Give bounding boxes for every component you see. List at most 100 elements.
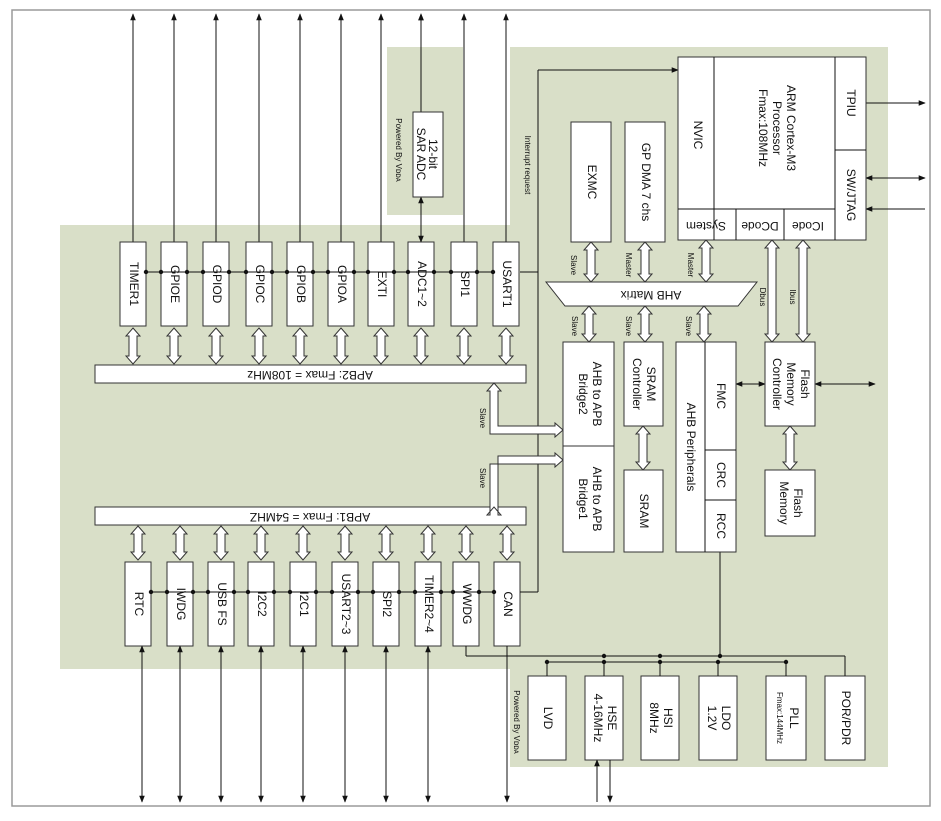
apb2-dot (431, 269, 437, 275)
ahbp-slave-label: Slave (684, 316, 693, 337)
ahb-peripherals-block (675, 341, 737, 553)
apb2-dot (325, 269, 331, 275)
apb1-label-i2c2: I2C2 (255, 591, 269, 617)
apb1-bus-arrow-timer2-4 (419, 525, 437, 561)
apb1-block-spi2 (372, 561, 400, 647)
ahb-peripherals-label: AHB Peripherals (684, 403, 698, 492)
apb1-dot (313, 589, 319, 595)
flash-memory-label-2: Memory (777, 481, 791, 524)
clock-dot (657, 653, 663, 659)
fmc-label: FMC (714, 383, 728, 409)
exmc-block (570, 121, 612, 243)
apb1-bus-arrow-usart2-3 (336, 525, 354, 561)
apb2-bus-arrow-gpiod (207, 327, 225, 365)
apb2-label-gpioa: GPIOA (335, 265, 349, 303)
clock-sub-ldo: 1.2V (705, 706, 719, 731)
apb1-bus-arrow-i2c2 (252, 525, 270, 561)
apb2-slave-label: Slave (478, 408, 487, 429)
apb2-label-spi1: SPI1 (458, 271, 472, 297)
apb1-dot (245, 589, 251, 595)
apb1-dot (476, 589, 482, 595)
adc-label-2: SAR ADC (414, 128, 428, 181)
apb2-bus-arrow-usart1 (497, 327, 515, 365)
apb2-bus-arrow-timer1 (124, 327, 142, 365)
apb2-dot (310, 269, 316, 275)
apb1-label-iwdg: IWDG (174, 588, 188, 621)
apb1-block-timer2-4 (414, 561, 442, 647)
clock-block-ldo (698, 675, 738, 761)
apb2-dot (351, 269, 357, 275)
cpu-label-2: Processor (770, 101, 784, 155)
apb1-dot (370, 589, 376, 595)
gpdma-label: GP DMA 7 chs (639, 143, 653, 221)
clock-block-por-pdr (824, 675, 866, 761)
sram-controller-block (623, 341, 664, 427)
apb1-bus-arrow-usb-fs (212, 525, 230, 561)
apb1-label-wwdg: WWDG (460, 584, 474, 625)
apb2-block-usart1 (492, 241, 520, 327)
apb2-label-gpioc: GPIOC (253, 265, 267, 304)
apb2-dot (405, 269, 411, 275)
apb1-dot (205, 589, 211, 595)
apb1-dot (491, 589, 497, 595)
dbus-label: Dbus (758, 288, 767, 307)
clock-dot (601, 659, 607, 665)
apb2-dot (226, 269, 232, 275)
flash-memory-label-1: Flash (791, 488, 805, 517)
clock-dot (544, 659, 550, 665)
ahb-matrix-label: AHB Matrix (621, 288, 682, 302)
apb2-label-gpiob: GPIOB (294, 265, 308, 303)
apb2-bus-label: APB2: Fmax = 108MHz (247, 368, 373, 382)
clock-dot (783, 659, 789, 665)
apb2-dot (243, 269, 249, 275)
apb1-block-rtc (124, 561, 152, 647)
apb1-label-usart2-3: USART2~3 (339, 574, 353, 635)
sram-controller-label-1: SRAM (644, 367, 658, 402)
ibus-label: Ibus (788, 289, 797, 304)
apb2-dot (158, 269, 164, 275)
clock-label-lvd: LVD (541, 707, 555, 730)
apb2-bus-arrow-gpioc (250, 327, 268, 365)
bridge1-label-2: Bridge1 (576, 478, 590, 520)
clock-label-hsi: HSI (661, 708, 675, 728)
clock-block-hse (584, 675, 624, 761)
apb2-block-gpioc (245, 241, 273, 327)
apb2-bus-arrow-gpioa (332, 327, 350, 365)
bridge2-block (562, 341, 615, 447)
clock-block-hsi (640, 675, 680, 761)
apb1-bus-arrow-spi2 (377, 525, 395, 561)
clock-dot (657, 659, 663, 665)
apb2-label-gpiod: GPIOD (210, 265, 224, 304)
apb2-dot (284, 269, 290, 275)
bottom-power-note: Powered By Vᴅᴅᴀ (512, 690, 521, 754)
clock-sub-hsi: 8MHz (647, 702, 661, 733)
clock-sub-pll: Fmax:144MHz (775, 692, 784, 744)
apb2-dot (474, 269, 480, 275)
clock-label-hse: HSE (605, 706, 619, 731)
apb2-bus-arrow-gpioe (165, 327, 183, 365)
apb2-dot (391, 269, 397, 275)
nvic-label: NVIC (691, 121, 705, 150)
apb2-bus-arrow-gpiob (291, 327, 309, 365)
sar-adc-block (412, 111, 444, 198)
icode-port-label: ICode (792, 219, 824, 233)
apb2-bus-arrow-exti (372, 327, 390, 365)
apb2-block-gpiod (202, 241, 230, 327)
cpu-label-3: Fmax:108MHz (756, 89, 770, 167)
apb2-label-timer1: TIMER1 (127, 262, 141, 306)
apb1-dot (164, 589, 170, 595)
swjtag-label: SW/JTAG (844, 169, 858, 221)
apb2-bus (94, 364, 527, 384)
apb1-label-spi2: SPI2 (380, 591, 394, 617)
apb1-block-i2c1 (289, 561, 317, 647)
clock-label-pll: PLL (787, 707, 801, 729)
apb1-bus-arrow-wwdg (457, 525, 475, 561)
apb2-block-spi1 (450, 241, 478, 327)
clock-dot (601, 653, 607, 659)
clock-dot (717, 653, 723, 659)
flash-controller-block (764, 341, 816, 427)
clock-dot (715, 659, 721, 665)
apb1-dot (355, 589, 361, 595)
apb1-bus-label: APB1: Fmax = 54MHZ (250, 510, 370, 524)
